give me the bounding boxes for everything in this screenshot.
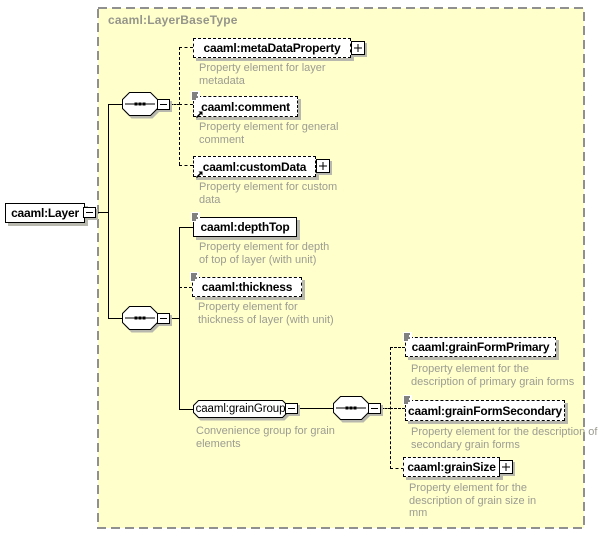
group-label: caaml:grainGroup bbox=[195, 403, 286, 415]
reference-arrow-icon bbox=[195, 110, 204, 119]
group-grainGroup[interactable]: caaml:grainGroup bbox=[193, 400, 292, 427]
element-label: caaml:grainFormSecondary bbox=[408, 403, 562, 418]
connector-line bbox=[390, 468, 404, 469]
connector-line bbox=[170, 318, 180, 319]
sequence-icon[interactable] bbox=[122, 306, 162, 334]
element-label: caaml:metaDataProperty bbox=[203, 41, 341, 55]
element-grainFormSecondary[interactable]: caaml:grainFormSecondary bbox=[403, 395, 565, 421]
sequence-icon[interactable] bbox=[333, 396, 373, 424]
element-label: caaml:grainFormPrimary bbox=[411, 340, 550, 354]
caption-customData: Property element for custom data bbox=[199, 181, 338, 206]
caption-grainSize: Property element for the description of … bbox=[409, 482, 537, 519]
annotation-icon bbox=[190, 272, 200, 283]
connector-line bbox=[179, 409, 193, 410]
element-label: caaml:customData bbox=[202, 159, 307, 174]
connector-line bbox=[108, 318, 122, 319]
caption-thickness: Property element for thickness of layer … bbox=[198, 301, 334, 326]
connector-line bbox=[179, 227, 180, 410]
reference-arrow-icon bbox=[195, 170, 204, 179]
connector-line bbox=[297, 408, 333, 409]
element-label: caaml:depthTop bbox=[200, 220, 290, 234]
element-grainFormPrimary[interactable]: caaml:grainFormPrimary bbox=[403, 332, 556, 357]
element-comment[interactable]: caaml:comment bbox=[191, 91, 298, 119]
collapse-icon[interactable] bbox=[157, 313, 170, 324]
connector-line bbox=[170, 104, 180, 105]
sequence-icon[interactable] bbox=[122, 92, 162, 120]
collapse-icon[interactable] bbox=[285, 403, 298, 414]
annotation-icon bbox=[403, 332, 413, 343]
collapse-icon[interactable] bbox=[368, 403, 381, 414]
complextype-title: caaml:LayerBaseType bbox=[108, 13, 238, 27]
annotation-icon bbox=[403, 395, 413, 406]
collapse-icon[interactable] bbox=[157, 99, 170, 110]
caption-metaDataProperty: Property element for layer metadata bbox=[199, 62, 326, 87]
element-label: caaml:comment bbox=[201, 99, 290, 114]
element-Layer[interactable]: caaml:Layer bbox=[5, 203, 85, 223]
element-label: caaml:grainSize bbox=[407, 460, 496, 474]
connector-line bbox=[381, 408, 391, 409]
element-depthTop[interactable]: caaml:depthTop bbox=[191, 212, 297, 237]
annotation-icon bbox=[191, 212, 201, 223]
connector-line bbox=[179, 104, 193, 105]
expand-icon[interactable] bbox=[351, 41, 365, 55]
element-grainSize[interactable]: caaml:grainSize bbox=[403, 457, 500, 477]
expand-icon[interactable] bbox=[499, 460, 513, 474]
connector-line bbox=[390, 408, 405, 409]
connector-line bbox=[179, 165, 193, 166]
caption-grainFormSecondary: Property element for the description of … bbox=[411, 426, 598, 451]
caption-grainFormPrimary: Property element for the description of … bbox=[411, 363, 575, 388]
annotation-icon bbox=[191, 91, 201, 102]
connector-line bbox=[108, 104, 122, 105]
connector-line bbox=[96, 212, 108, 213]
element-label: caaml:thickness bbox=[201, 280, 293, 294]
caption-depthTop: Property element for depth of top of lay… bbox=[199, 241, 330, 266]
element-thickness[interactable]: caaml:thickness bbox=[190, 272, 302, 297]
expand-icon[interactable] bbox=[316, 159, 330, 173]
caption-comment: Property element for general comment bbox=[199, 121, 339, 146]
element-customData[interactable]: caaml:customData bbox=[193, 156, 316, 179]
element-metaDataProperty[interactable]: caaml:metaDataProperty bbox=[193, 38, 351, 58]
element-label: caaml:Layer bbox=[11, 206, 79, 220]
complextype-border bbox=[97, 7, 585, 529]
collapse-icon[interactable] bbox=[83, 207, 96, 218]
connector-line bbox=[179, 287, 192, 288]
caption-grainGroup: Convenience group for grain elements bbox=[196, 425, 335, 450]
connector-line bbox=[179, 47, 180, 165]
connector-line bbox=[179, 47, 193, 48]
connector-line bbox=[108, 104, 109, 319]
connector-line bbox=[179, 227, 193, 228]
connector-line bbox=[390, 347, 405, 348]
